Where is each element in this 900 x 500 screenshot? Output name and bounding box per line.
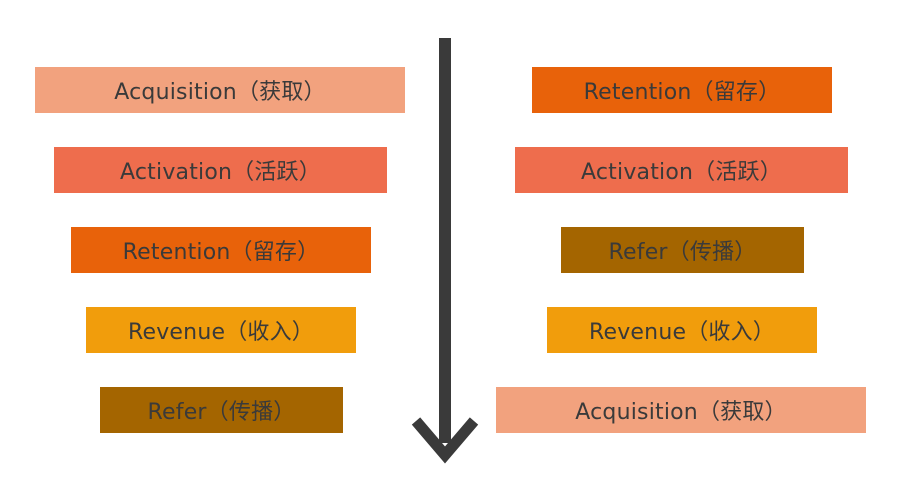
left-bar-revenue-label: Revenue（收入） [127, 320, 314, 345]
arrow-head [411, 417, 479, 464]
left-bar-refer: Refer（传播） [100, 387, 343, 433]
left-bar-retention: Retention（留存） [71, 227, 371, 273]
right-bar-activation-label: Activation（活跃） [581, 160, 782, 185]
right-bar-refer: Refer（传播） [561, 227, 804, 273]
right-bar-retention: Retention（留存） [532, 67, 832, 113]
right-bar-acquisition: Acquisition（获取） [496, 387, 866, 433]
right-bar-activation: Activation（活跃） [515, 147, 848, 193]
left-bar-activation-label: Activation（活跃） [120, 160, 321, 185]
left-bar-revenue: Revenue（收入） [86, 307, 356, 353]
left-bar-activation: Activation（活跃） [54, 147, 387, 193]
left-bar-refer-label: Refer（传播） [147, 400, 296, 425]
right-bar-retention-label: Retention（留存） [583, 80, 781, 105]
right-bar-revenue-label: Revenue（收入） [588, 320, 775, 345]
right-bar-revenue: Revenue（收入） [547, 307, 817, 353]
left-bar-acquisition: Acquisition（获取） [35, 67, 405, 113]
left-bar-retention-label: Retention（留存） [122, 240, 320, 265]
right-bar-acquisition-label: Acquisition（获取） [575, 400, 787, 425]
right-bar-refer-label: Refer（传播） [608, 240, 757, 265]
arrow-shaft [439, 38, 451, 443]
left-bar-acquisition-label: Acquisition（获取） [114, 80, 326, 105]
